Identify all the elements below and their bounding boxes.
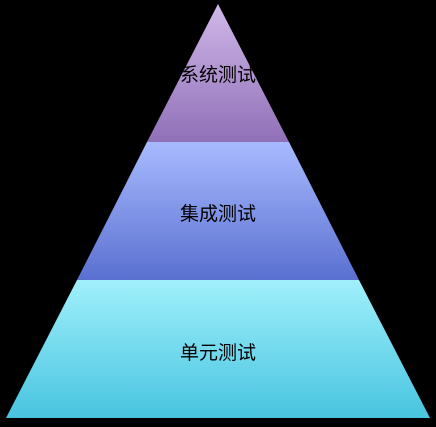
pyramid-tier-middle: 集成测试: [77, 142, 359, 280]
pyramid-tier-top: 系统测试: [147, 4, 289, 142]
pyramid-tier-top-label: 系统测试: [180, 64, 256, 86]
pyramid-tier-bottom: 单元测试: [6, 280, 430, 418]
pyramid-tier-bottom-shape: [6, 280, 430, 418]
pyramid-tier-bottom-label: 单元测试: [180, 342, 256, 364]
pyramid-tier-middle-shape: [77, 142, 359, 280]
pyramid-tier-middle-label: 集成测试: [180, 203, 256, 225]
pyramid-tier-top-shape: [147, 4, 289, 142]
